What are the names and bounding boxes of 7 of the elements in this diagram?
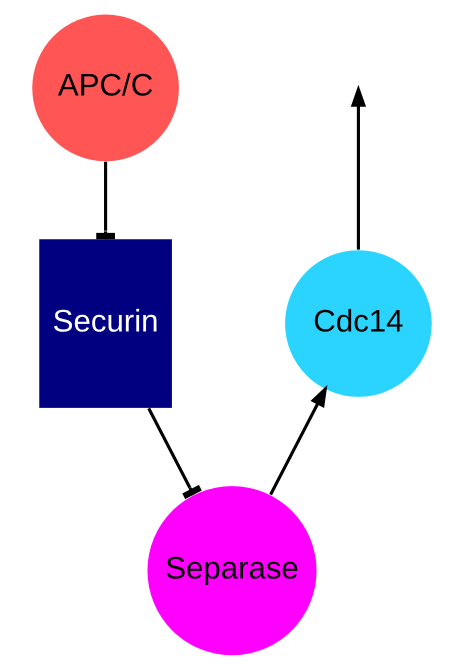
node-circle: Cdc14 [285, 250, 432, 397]
node-circle: APC/C [32, 14, 179, 162]
connector [96, 162, 115, 240]
connector [147, 408, 202, 500]
node-box: Securin [39, 239, 172, 408]
arrow [350, 84, 366, 250]
arrow [269, 385, 328, 496]
